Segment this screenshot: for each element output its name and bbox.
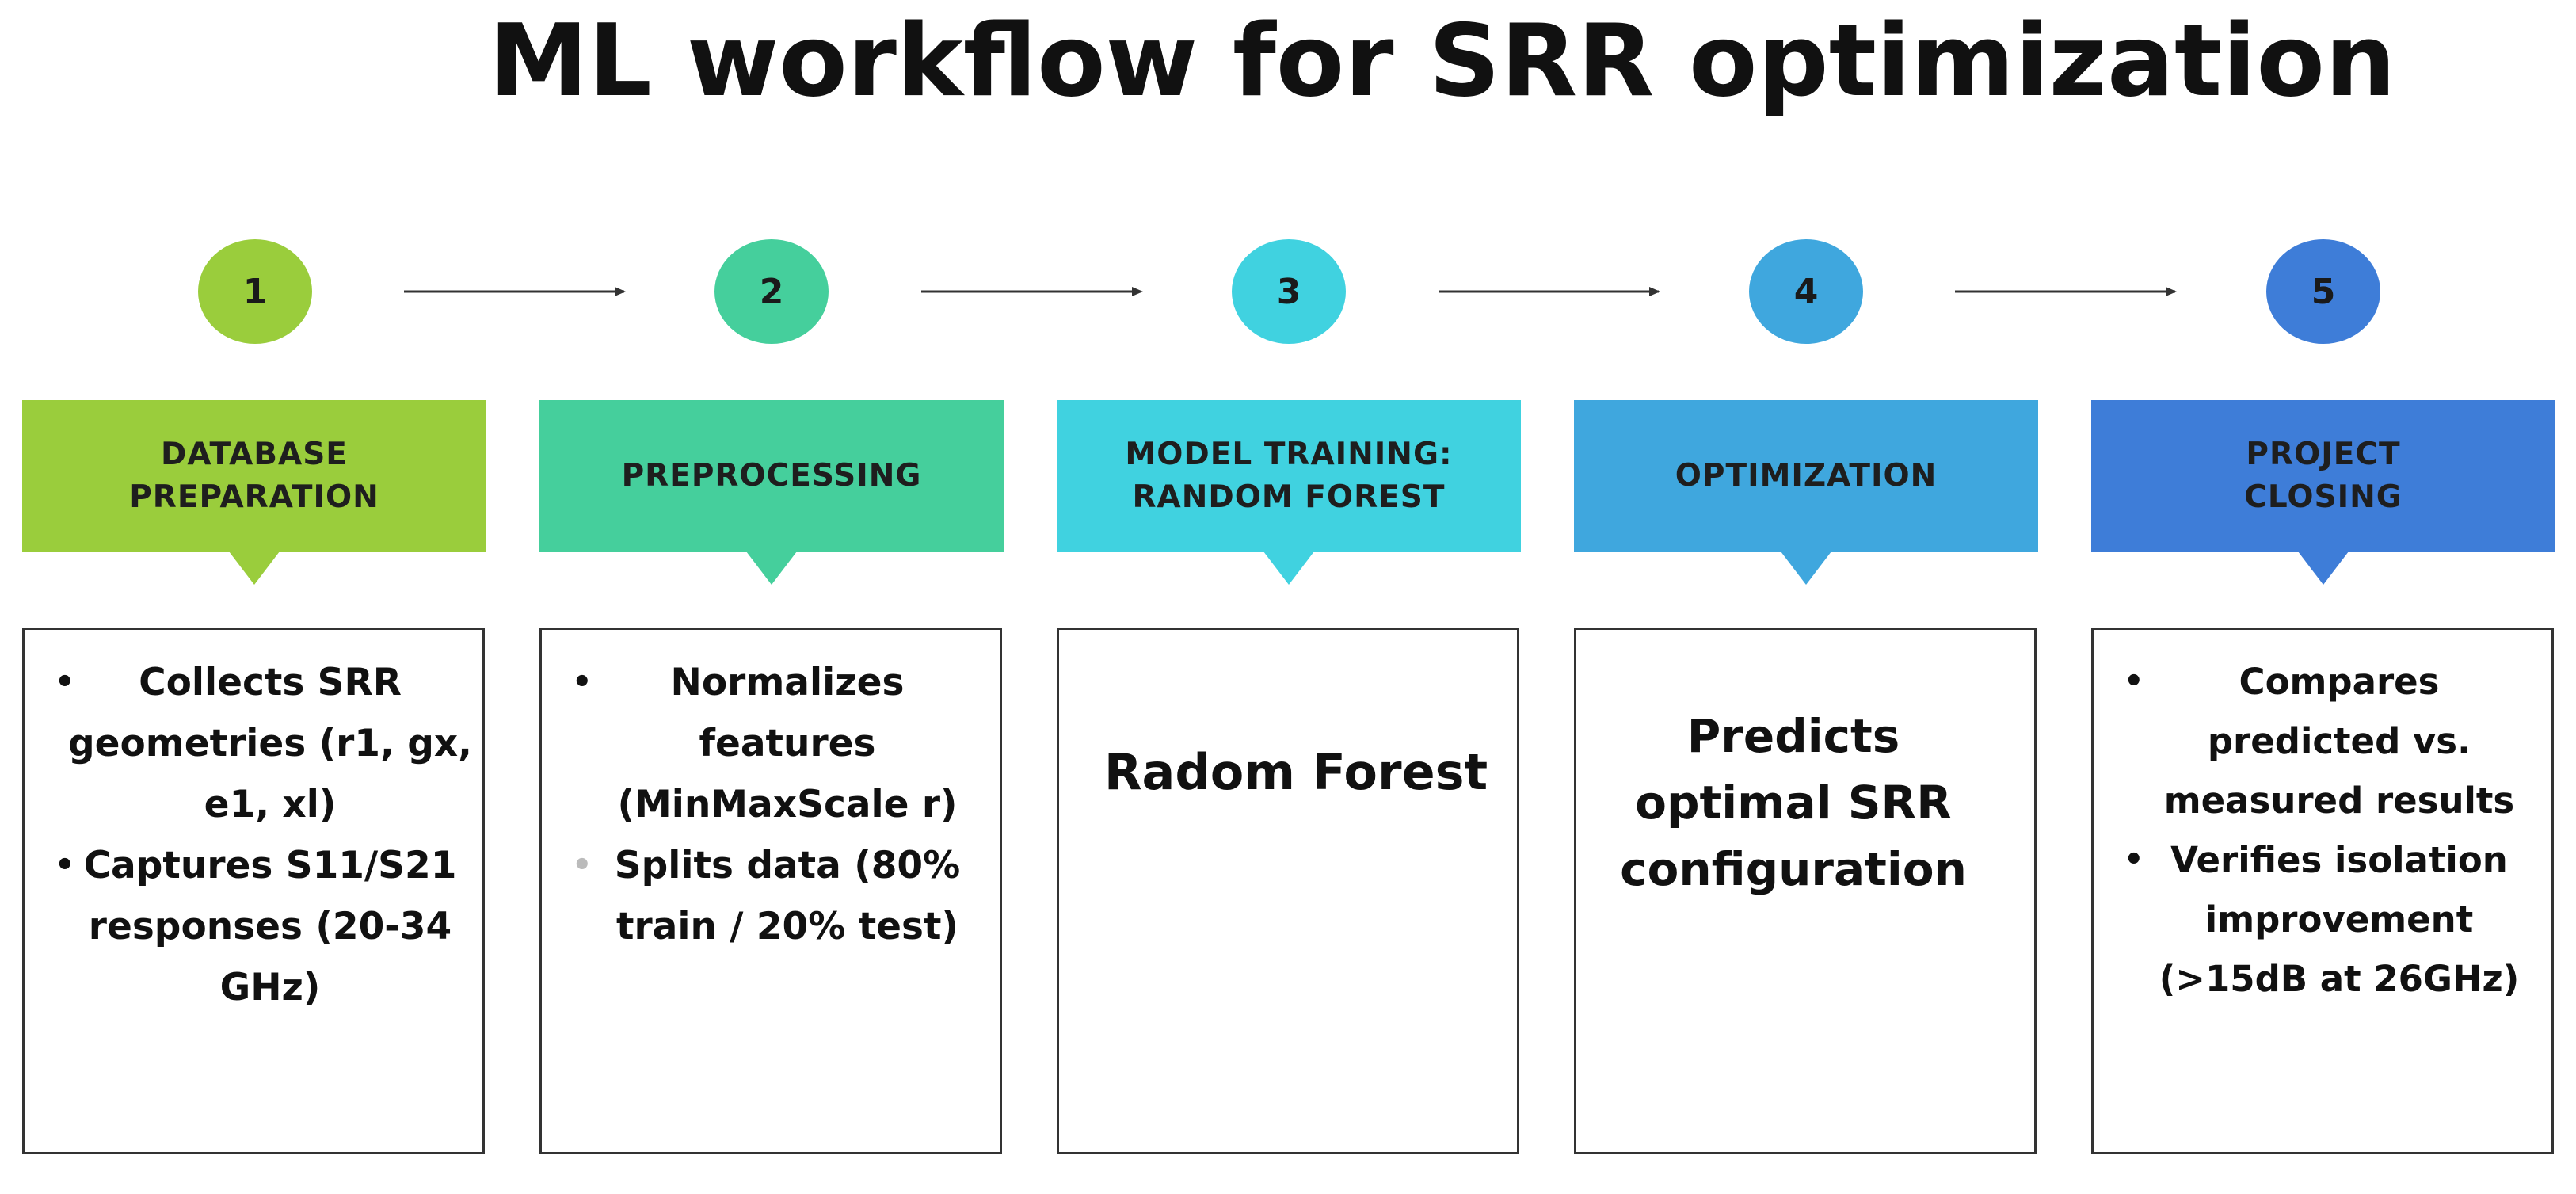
step-2-circle: 2: [714, 239, 829, 344]
step-2-box: •Normalizes features (MinMaxScale r) •Sp…: [539, 628, 1002, 1154]
list-item: •Splits data (80% train / 20% test): [550, 835, 990, 957]
step-1-header: DATABASE PREPARATION: [22, 400, 486, 552]
step-5-header: PROJECT CLOSING: [2091, 400, 2555, 552]
header-line: PREPARATION: [129, 479, 379, 515]
step-3-pointer: [1263, 551, 1314, 585]
step-3-box: Radom Forest: [1057, 628, 1519, 1154]
step-5-box: •Compares predicted vs. measured results…: [2091, 628, 2554, 1154]
step-number: 1: [242, 271, 268, 312]
header-line: PROJECT: [2246, 437, 2401, 472]
header-line: DATABASE: [161, 437, 348, 472]
text-line: configuration: [1620, 842, 1967, 896]
step-5-circle: 5: [2266, 239, 2380, 344]
bullet-icon: •: [55, 664, 75, 700]
step-4-pointer: [1781, 551, 1831, 585]
step-1-pointer: [229, 551, 280, 585]
optimization-text: Predicts optimal SRR configuration: [1576, 703, 2034, 902]
bullet-icon: •: [55, 847, 75, 883]
list-item: •Normalizes features (MinMaxScale r): [550, 652, 990, 835]
step-1-box: •Collects SRR geometries (r1, gx, e1, xl…: [22, 628, 485, 1154]
bullet-icon: •: [2124, 841, 2144, 878]
step-2-header: PREPROCESSING: [539, 400, 1004, 552]
step-1-circle: 1: [198, 239, 312, 344]
step-2-pointer: [746, 551, 797, 585]
header-line: RANDOM FOREST: [1132, 479, 1446, 515]
bullet-icon: •: [572, 847, 593, 883]
header-line: CLOSING: [2244, 479, 2403, 515]
diagram-title: ML workflow for SRR optimization: [489, 2, 2396, 119]
list-item: •Collects SRR geometries (r1, gx, e1, xl…: [32, 652, 473, 835]
bullet-icon: •: [2124, 663, 2144, 700]
step-5-pointer: [2298, 551, 2349, 585]
step-3-circle: 3: [1232, 239, 1346, 344]
model-text: Radom Forest: [1103, 743, 1488, 801]
text-line: optimal SRR: [1635, 776, 1952, 830]
step-4-circle: 4: [1749, 239, 1863, 344]
header-line: MODEL TRAINING:: [1125, 437, 1453, 472]
step-number: 5: [2311, 271, 2336, 312]
step-4-header: OPTIMIZATION: [1574, 400, 2038, 552]
header-line: PREPROCESSING: [621, 458, 922, 494]
list-item: •Captures S11/S21 responses (20-34 GHz): [32, 835, 473, 1018]
bullet-icon: •: [572, 664, 593, 700]
step-3-header: MODEL TRAINING: RANDOM FOREST: [1057, 400, 1521, 552]
step-number: 4: [1793, 271, 1819, 312]
text-line: Predicts: [1686, 709, 1900, 763]
list-item: •Compares predicted vs. measured results: [2102, 652, 2542, 830]
step-number: 3: [1276, 271, 1301, 312]
step-number: 2: [759, 271, 784, 312]
list-item: •Verifies isolation improvement (>15dB a…: [2102, 830, 2542, 1009]
header-line: OPTIMIZATION: [1675, 458, 1938, 494]
step-4-box: Predicts optimal SRR configuration: [1574, 628, 2037, 1154]
